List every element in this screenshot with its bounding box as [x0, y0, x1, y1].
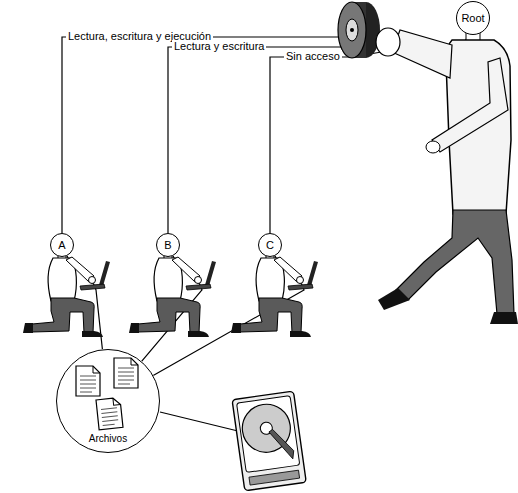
node-label: C [266, 240, 274, 251]
hard-drive [232, 391, 306, 491]
user-head: A [50, 233, 74, 257]
root-shoe [378, 288, 410, 310]
drive-connector [249, 470, 300, 485]
access-line [62, 34, 468, 233]
user-figure [129, 254, 216, 337]
drive-link [160, 412, 242, 432]
file-icon [114, 358, 138, 388]
drive-arm [269, 427, 295, 462]
dial-face [338, 2, 366, 58]
dial-center [346, 19, 358, 41]
dial-hub [350, 28, 354, 32]
file-icon [76, 366, 100, 396]
node-label: A [58, 240, 65, 251]
root-hand [426, 141, 440, 153]
node-label: Archivos [57, 434, 159, 444]
permission-label: Lectura y escritura [172, 40, 266, 53]
files-circle: Archivos [56, 349, 160, 453]
user-head: B [156, 233, 180, 257]
root-hand [376, 28, 400, 56]
root-head: Root [456, 1, 490, 35]
permission-dial [338, 2, 400, 58]
user-figure [231, 254, 318, 337]
user-head: C [258, 233, 282, 257]
files-circle-fill [56, 349, 160, 453]
node-label: B [164, 240, 171, 251]
drive-case [232, 391, 306, 491]
user-figure [23, 254, 110, 337]
permission-label: Sin acceso [284, 50, 342, 63]
root-shoe [490, 312, 518, 324]
root-pants [396, 210, 514, 314]
root-figure [378, 30, 518, 324]
root-raised-arm [392, 30, 452, 78]
node-label: Root [461, 13, 484, 24]
file-icon [96, 397, 123, 429]
drive-bay [237, 396, 300, 473]
